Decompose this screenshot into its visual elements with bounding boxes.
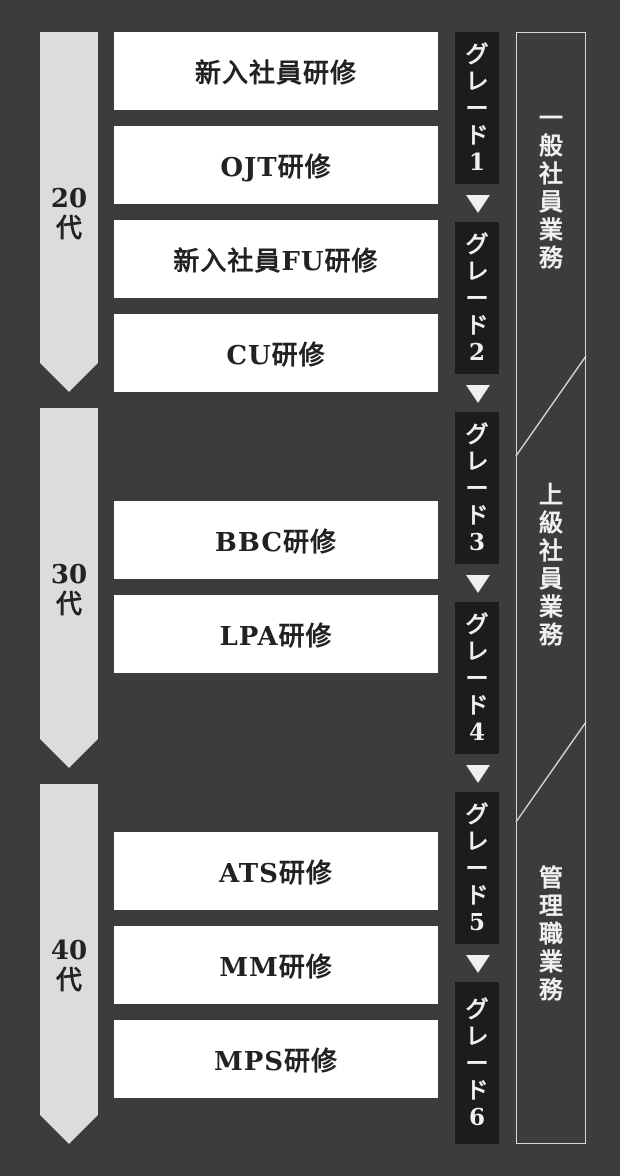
vertical-char: ー — [465, 94, 489, 122]
vertical-char: 管 — [539, 863, 563, 892]
vertical-char: ド — [465, 881, 489, 909]
vertical-char: 員 — [539, 564, 563, 593]
vertical-char: 一 — [539, 103, 563, 132]
grade-arrow-3 — [466, 575, 490, 593]
vertical-char: ー — [465, 474, 489, 502]
role-divider-2 — [515, 721, 587, 823]
vertical-char: 級 — [539, 508, 563, 537]
vertical-char: 3 — [468, 528, 485, 556]
vertical-char: 務 — [539, 620, 563, 649]
training-bbc: BBC研修 — [114, 501, 438, 579]
vertical-char: ド — [465, 691, 489, 719]
role-management: 管理職業務 — [516, 864, 586, 1004]
age-arrow-20s: 20 代 — [40, 32, 98, 392]
age-arrow-40s: 40 代 — [40, 784, 98, 1144]
role-senior: 上級社員業務 — [516, 481, 586, 649]
age-label-30s: 30 代 — [50, 560, 88, 620]
training-ojt: OJT研修 — [114, 126, 438, 204]
vertical-char: レ — [465, 827, 489, 855]
training-cu: CU研修 — [114, 314, 438, 392]
vertical-char: グ — [465, 420, 489, 448]
training-mm: MM研修 — [114, 926, 438, 1004]
role-divider-1 — [515, 355, 587, 457]
vertical-char: 上 — [539, 480, 563, 509]
grade-arrow-5 — [466, 955, 490, 973]
vertical-char: 1 — [468, 148, 485, 176]
vertical-char: レ — [465, 1022, 489, 1050]
vertical-char: 2 — [468, 338, 485, 366]
vertical-char: グ — [465, 40, 489, 68]
vertical-char: 6 — [468, 1103, 485, 1131]
training-lpa: LPA研修 — [114, 595, 438, 673]
vertical-char: 4 — [468, 718, 485, 746]
vertical-char: ー — [465, 664, 489, 692]
grade-arrow-4 — [466, 765, 490, 783]
vertical-char: 般 — [539, 131, 563, 160]
age-label-20s: 20 代 — [50, 184, 88, 244]
role-general: 一般社員業務 — [516, 104, 586, 272]
vertical-char: 業 — [539, 592, 563, 621]
vertical-char: 務 — [539, 243, 563, 272]
age-label-40s: 40 代 — [50, 936, 88, 996]
vertical-char: 5 — [468, 908, 485, 936]
vertical-char: レ — [465, 637, 489, 665]
vertical-char: グ — [465, 995, 489, 1023]
vertical-char: グ — [465, 230, 489, 258]
vertical-char: 業 — [539, 215, 563, 244]
training-mps: MPS研修 — [114, 1020, 438, 1098]
vertical-char: 社 — [539, 159, 563, 188]
grade-arrow-1 — [466, 195, 490, 213]
role-panel — [516, 32, 586, 1144]
training-ats: ATS研修 — [114, 832, 438, 910]
training-new-employee-fu: 新入社員FU研修 — [114, 220, 438, 298]
vertical-char: ー — [465, 284, 489, 312]
vertical-char: ー — [465, 854, 489, 882]
training-new-employee: 新入社員研修 — [114, 32, 438, 110]
vertical-char: ド — [465, 501, 489, 529]
vertical-char: 社 — [539, 536, 563, 565]
vertical-char: 理 — [539, 891, 563, 920]
grade-arrow-2 — [466, 385, 490, 403]
vertical-char: ド — [465, 1076, 489, 1104]
vertical-char: ー — [465, 1049, 489, 1077]
vertical-char: 業 — [539, 947, 563, 976]
vertical-char: グ — [465, 800, 489, 828]
vertical-char: レ — [465, 257, 489, 285]
vertical-char: レ — [465, 447, 489, 475]
vertical-char: ド — [465, 311, 489, 339]
vertical-char: グ — [465, 610, 489, 638]
vertical-char: ド — [465, 121, 489, 149]
vertical-char: 員 — [539, 187, 563, 216]
vertical-char: 務 — [539, 975, 563, 1004]
age-arrow-30s: 30 代 — [40, 408, 98, 768]
vertical-char: 職 — [539, 919, 563, 948]
vertical-char: レ — [465, 67, 489, 95]
